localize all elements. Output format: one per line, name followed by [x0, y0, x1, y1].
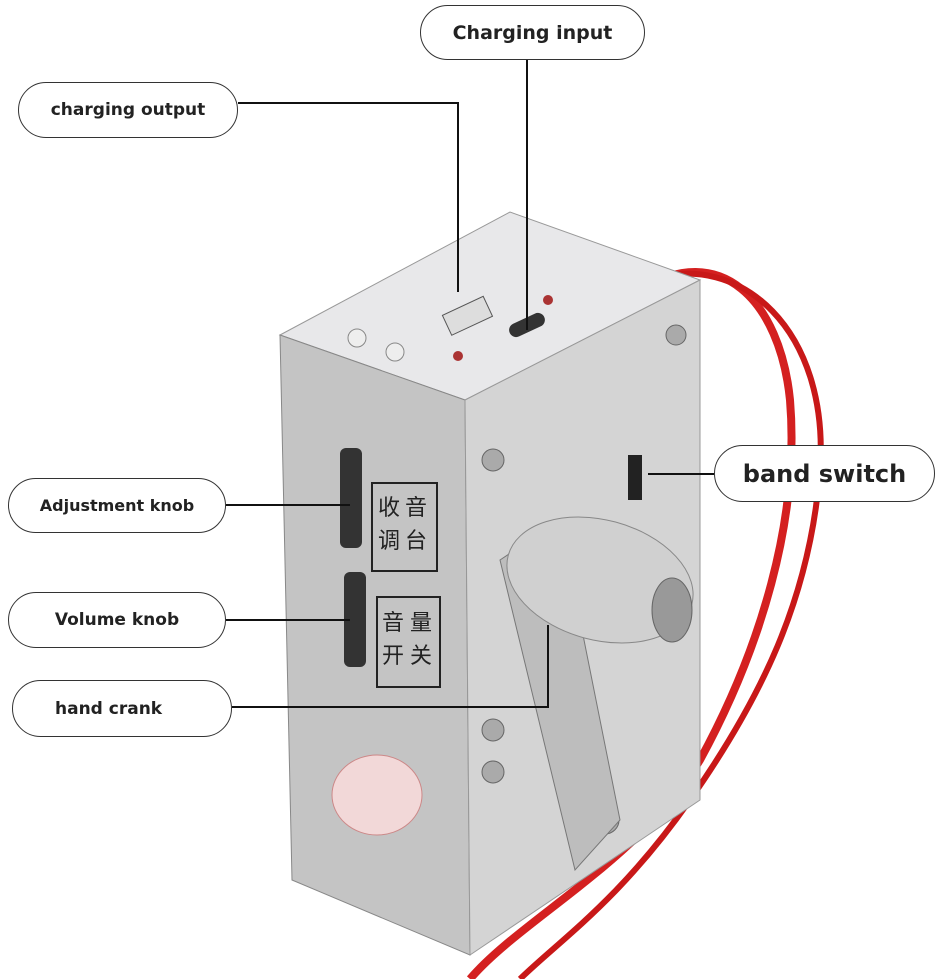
tuning-char: 音 — [405, 496, 427, 521]
charging-input-label: Charging input — [420, 5, 645, 60]
volume-char: 开 — [382, 644, 404, 669]
tuning-char: 调 — [378, 529, 400, 554]
quality-sticker — [331, 754, 423, 836]
hand-crank-label: hand crank — [12, 680, 232, 737]
usb-port — [441, 295, 494, 336]
red-cord — [466, 268, 796, 979]
indicator-light — [453, 351, 463, 361]
device-front-face — [279, 334, 471, 956]
volume-char: 关 — [410, 644, 432, 669]
band-switch-label: band switch — [714, 445, 935, 502]
charging-output-label: charging output — [18, 82, 238, 138]
adjustment-knob-label: Adjustment knob — [8, 478, 226, 533]
volume-char: 量 — [410, 611, 432, 636]
tuning-char: 台 — [405, 529, 427, 554]
adjustment-knob — [340, 448, 362, 548]
red-cord — [517, 270, 824, 979]
led — [347, 328, 367, 348]
tuning-char: 收 — [378, 496, 400, 521]
volume-knob — [344, 572, 366, 667]
band-switch — [628, 455, 642, 500]
volume-knob-label: Volume knob — [8, 592, 226, 648]
led — [385, 342, 405, 362]
volume-char: 音 — [382, 611, 404, 636]
indicator-light — [543, 295, 553, 305]
